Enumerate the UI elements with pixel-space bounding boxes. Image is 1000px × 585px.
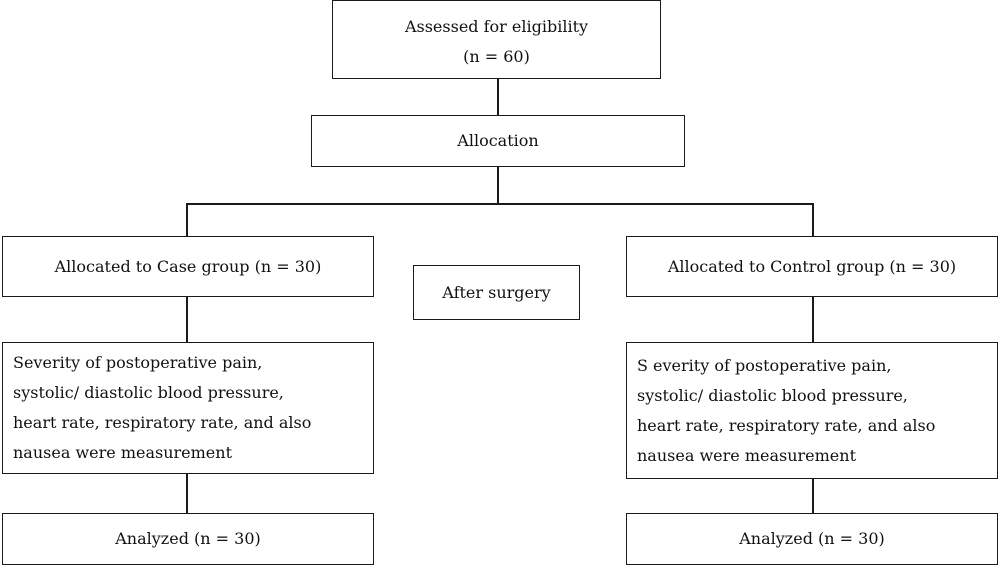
connector-case-measurement-to-analyzed <box>186 473 188 514</box>
connector-split-to-case <box>186 203 188 237</box>
allocation-box: Allocation <box>311 115 685 167</box>
case-allocated-box: Allocated to Case group (n = 30) <box>2 236 374 297</box>
connector-control-measurement-to-analyzed <box>812 478 814 514</box>
connector-allocation-down <box>497 166 499 204</box>
case-analyzed-label: Analyzed (n = 30) <box>115 529 261 548</box>
after-surgery-label: After surgery <box>442 282 551 302</box>
connector-horizontal-split <box>186 203 814 205</box>
control-analyzed-box: Analyzed (n = 30) <box>626 513 998 565</box>
control-measurement-line-4: nausea were measurement <box>637 445 857 465</box>
control-allocated-box: Allocated to Control group (n = 30) <box>626 236 998 297</box>
case-measurement-box: Severity of postoperative pain, systolic… <box>2 342 374 474</box>
control-allocated-label: Allocated to Control group (n = 30) <box>667 256 957 276</box>
connector-case-to-measurement <box>186 296 188 343</box>
assessed-count: (n = 60) <box>463 46 530 66</box>
allocation-label: Allocation <box>457 131 539 150</box>
assessed-box: Assessed for eligibility (n = 60) <box>332 0 661 79</box>
control-measurement-box: S everity of postoperative pain, systoli… <box>626 342 998 479</box>
control-analyzed-label: Analyzed (n = 30) <box>739 529 885 548</box>
control-measurement-line-3: heart rate, respiratory rate, and also <box>637 415 936 435</box>
control-measurement-line-1: S everity of postoperative pain, <box>637 355 892 375</box>
connector-assessed-to-allocation <box>497 78 499 116</box>
connector-control-to-measurement <box>812 296 814 343</box>
case-allocated-label: Allocated to Case group (n = 30) <box>54 256 322 276</box>
case-measurement-line-4: nausea were measurement <box>13 443 233 462</box>
case-measurement-line-3: heart rate, respiratory rate, and also <box>13 413 312 432</box>
assessed-title: Assessed for eligibility <box>404 16 589 36</box>
connector-split-to-control <box>812 203 814 237</box>
after-surgery-box: After surgery <box>413 265 580 320</box>
case-measurement-line-1: Severity of postoperative pain, <box>13 353 263 372</box>
control-measurement-line-2: systolic/ diastolic blood pressure, <box>637 385 908 405</box>
case-analyzed-box: Analyzed (n = 30) <box>2 513 374 565</box>
case-measurement-line-2: systolic/ diastolic blood pressure, <box>13 383 284 402</box>
